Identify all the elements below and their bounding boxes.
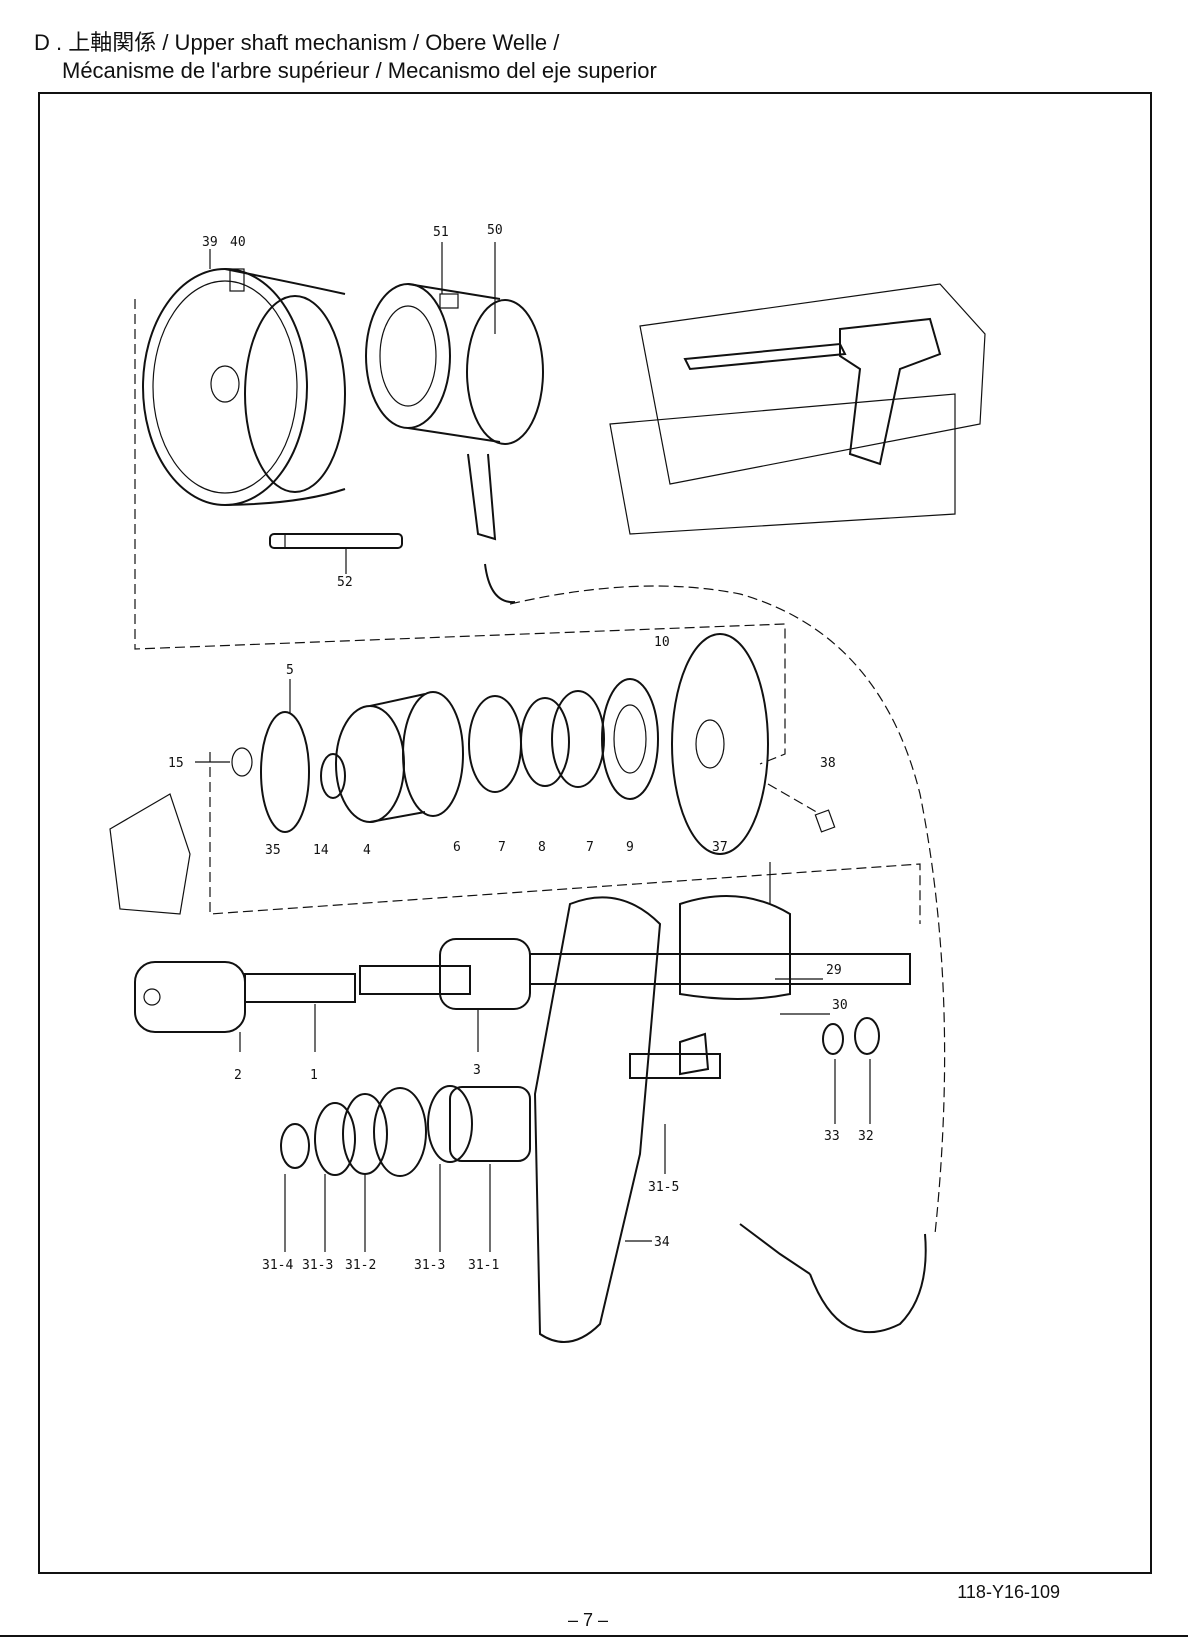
part-label: 50 [487,223,503,238]
part-label: 38 [820,756,836,771]
upper-shaft-illustration [135,896,910,1342]
part-label: 39 [202,235,218,250]
pulley-cover-illustration [143,269,345,505]
part-label: 7 [498,840,506,855]
page-title: D . 上軸関係 / Upper shaft mechanism / Obere… [34,30,559,56]
sewing-machine-illustration [610,284,985,534]
part-label: 10 [654,635,670,650]
bearing-row-illustration [110,634,835,914]
part-label: 14 [313,843,329,858]
part-label: 37 [712,840,728,855]
part-label: 15 [168,756,184,771]
part-label: 6 [453,840,461,855]
page-subtitle: Mécanisme de l'arbre supérieur / Mecanis… [62,58,657,84]
bottom-rule [0,1635,1188,1637]
part-label: 5 [286,663,294,678]
lower-bearing-illustration [281,1086,530,1176]
diagram-frame: 39 40 51 50 52 5 10 15 14 4 6 7 8 7 9 37… [38,92,1152,1574]
part-label: 8 [538,840,546,855]
part-label: 9 [626,840,634,855]
motor-housing-illustration [366,284,543,602]
part-label: 34 [654,1235,670,1250]
part-label: 31-3 [414,1258,445,1273]
part-label: 4 [363,843,371,858]
part-label: 33 [824,1129,840,1144]
exploded-parts-diagram: 39 40 51 50 52 5 10 15 14 4 6 7 8 7 9 37… [40,94,1150,1572]
part-label: 32 [858,1129,874,1144]
page-number: – 7 – [568,1610,608,1631]
part-label: 3 [473,1063,481,1078]
part-label: 7 [586,840,594,855]
part-label: 30 [832,998,848,1013]
part-label: 35 [265,843,281,858]
part-label: 40 [230,235,246,250]
part-label: 31-5 [648,1180,679,1195]
sensor-cable-illustration [740,1224,926,1332]
part-label: 31-4 [262,1258,293,1273]
part-label: 2 [234,1068,242,1083]
part-label: 29 [826,963,842,978]
part-label: 52 [337,575,353,590]
drawing-code: 118-Y16-109 [957,1582,1060,1603]
part-label: 1 [310,1068,318,1083]
shaft-pin-illustration [270,534,402,548]
part-label: 31-1 [468,1258,499,1273]
part-label: 31-2 [345,1258,376,1273]
part-label: 31-3 [302,1258,333,1273]
part-label: 51 [433,225,449,240]
